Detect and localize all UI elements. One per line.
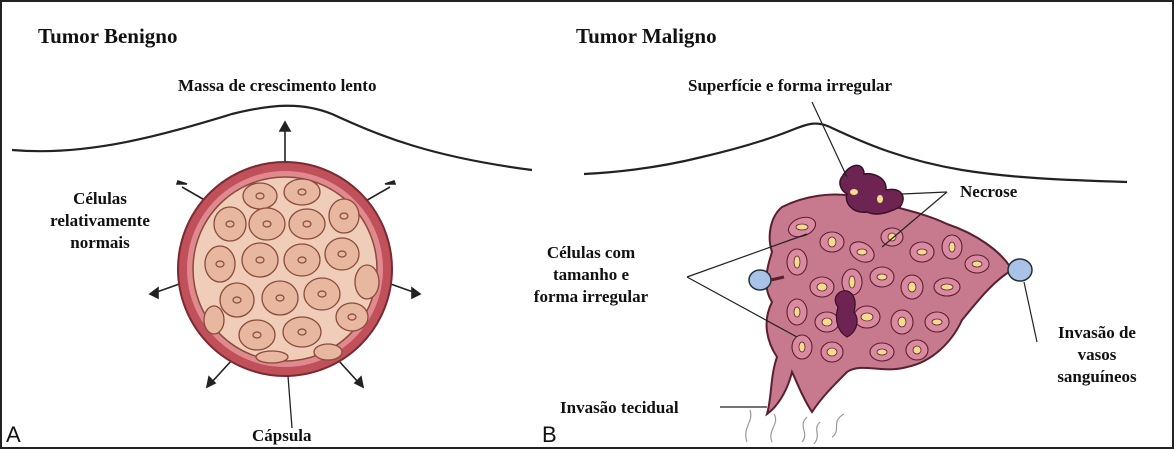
benign-cells-label-line-1: Células xyxy=(30,188,170,210)
malignant-panel-title: Tumor Maligno xyxy=(576,24,717,49)
malignant-surface-label: Superfície e forma irregular xyxy=(688,76,892,96)
necrosis-label: Necrose xyxy=(960,182,1017,202)
tissue-invasion-strands xyxy=(746,410,844,444)
vessel-invasion-label-line-3: sanguíneos xyxy=(1042,366,1152,388)
malignant-cells-label-line-1: Células com xyxy=(516,242,666,264)
vessel-invasion-label-line-2: vasos xyxy=(1042,344,1152,366)
benign-panel-title: Tumor Benigno xyxy=(38,24,177,49)
benign-cells-label: Células relativamente normais xyxy=(30,188,170,254)
necrosis-top xyxy=(840,165,903,214)
vessel-invasion-label: Invasão de vasos sanguíneos xyxy=(1042,322,1152,388)
malignant-cells-label-line-3: forma irregular xyxy=(516,286,666,308)
vessel-left xyxy=(749,270,771,290)
benign-skin-surface-line xyxy=(12,106,532,170)
benign-cells-label-line-2: relativamente xyxy=(30,210,170,232)
malignant-cells-label-line-2: tamanho e xyxy=(516,264,666,286)
panel-letter-a: A xyxy=(6,422,21,448)
tissue-invasion-label: Invasão tecidual xyxy=(560,398,679,418)
benign-tumor-illustration xyxy=(12,106,532,428)
benign-capsule-label: Cápsula xyxy=(252,426,312,446)
benign-cells-label-line-3: normais xyxy=(30,232,170,254)
malignant-cells-label: Células com tamanho e forma irregular xyxy=(516,242,666,308)
vessel-invasion-label-line-1: Invasão de xyxy=(1042,322,1152,344)
vessel-right xyxy=(1008,259,1032,281)
benign-growth-label: Massa de crescimento lento xyxy=(178,76,376,96)
panel-letter-b: B xyxy=(542,422,557,448)
capsule-pointer-line xyxy=(288,376,292,428)
